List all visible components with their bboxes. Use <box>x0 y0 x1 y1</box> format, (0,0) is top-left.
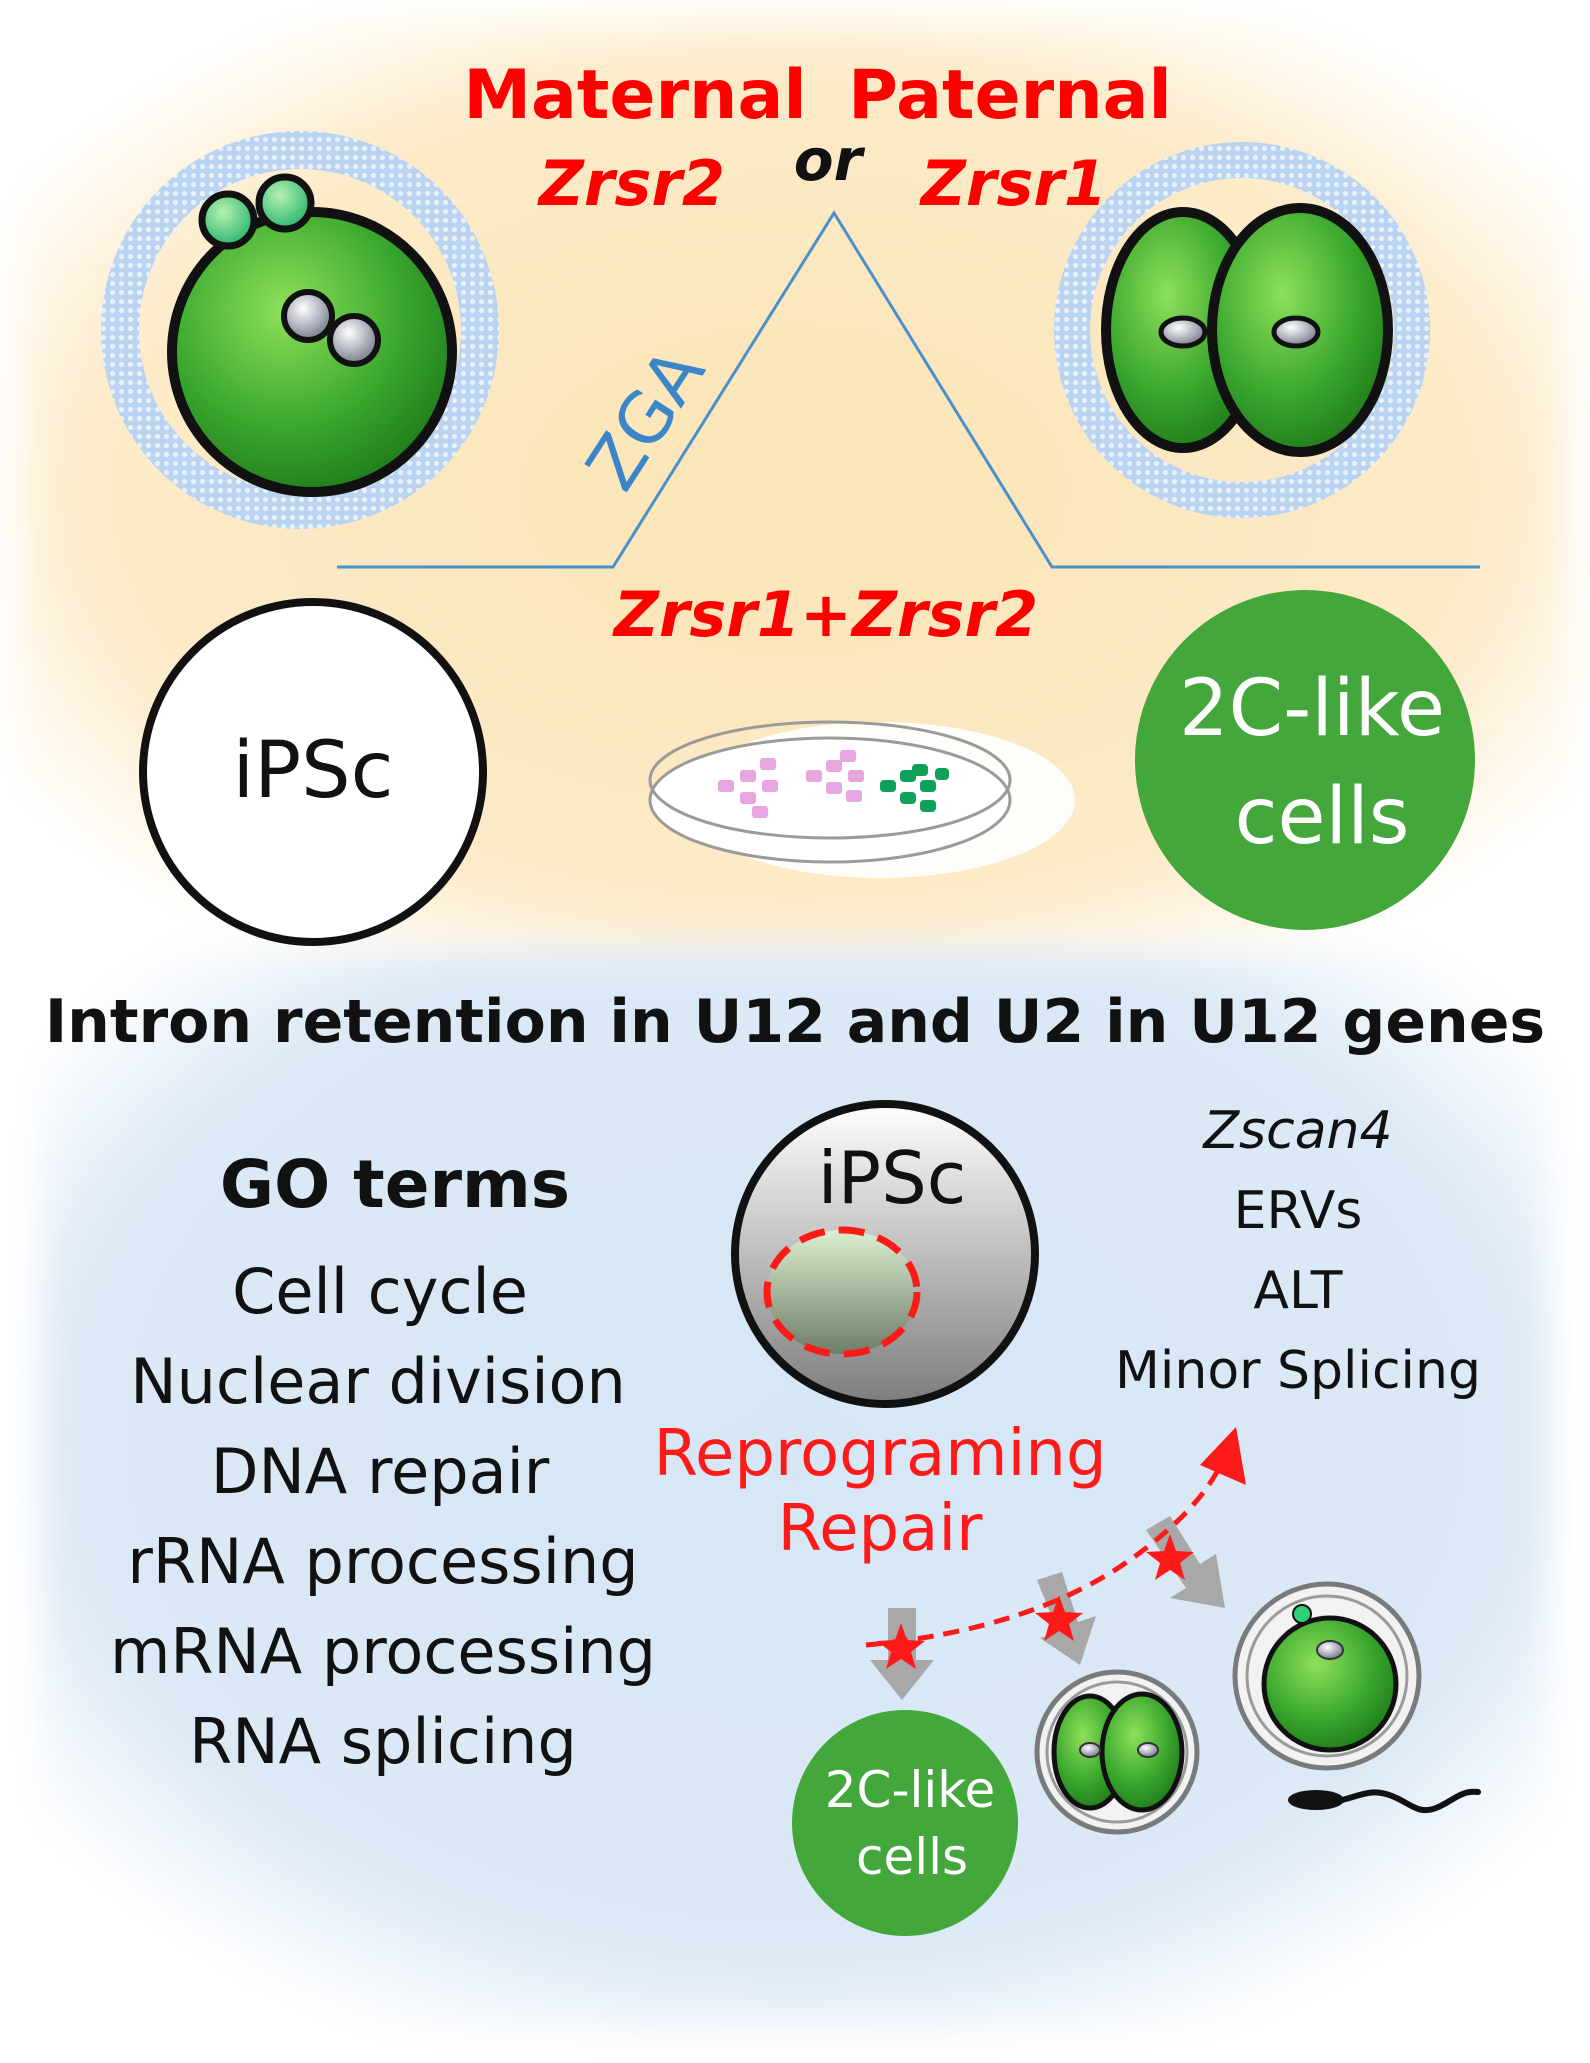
red-star <box>877 1623 925 1669</box>
ipsc-cell-top <box>139 598 487 946</box>
zscan4-label: Zscan4 <box>1201 1101 1392 1161</box>
bottom-heading: Intron retention in U12 and U2 in U12 ge… <box>45 987 1545 1057</box>
go-term: rRNA processing <box>127 1525 638 1598</box>
sperm <box>1288 1788 1481 1814</box>
or-label: or <box>794 126 866 194</box>
ipsc-nucleus <box>763 1226 921 1358</box>
zona-small-2cell-inner <box>1045 1680 1189 1824</box>
go-term: DNA repair <box>211 1435 550 1508</box>
nucleus-right <box>1271 315 1321 349</box>
small-nucleus-right <box>1137 1742 1159 1758</box>
twoc-label-top-line1: 2C-like <box>1179 664 1445 754</box>
zona-small-oocyte-inner <box>1245 1594 1409 1758</box>
combined-genes-label: Zrsr1+Zrsr2 <box>612 578 1038 651</box>
petri-dish <box>648 720 1075 878</box>
ipsc-cell-bottom: iPSc <box>731 1100 1039 1408</box>
zga-curve <box>337 210 1480 569</box>
dish-rim <box>648 720 1012 840</box>
small-nucleus-left <box>1079 1742 1101 1758</box>
small-polar-body <box>1292 1604 1312 1624</box>
go-term: RNA splicing <box>189 1705 577 1778</box>
red-star <box>1146 1534 1194 1580</box>
twoc-label-bottom-line1: 2C-like <box>825 1761 995 1819</box>
pink-colony-2 <box>806 750 864 802</box>
small-oocyte-body <box>1261 1615 1399 1753</box>
paternal-gene-label: Zrsr1 <box>919 147 1107 220</box>
twoc-like-cell-top <box>1135 590 1475 930</box>
twoc-label-top-line2: cells <box>1235 772 1410 862</box>
reprograming-label: Reprograming <box>653 1417 1106 1491</box>
polar-body-1 <box>198 190 258 250</box>
paternal-label: Paternal <box>848 56 1172 135</box>
go-title: GO terms <box>220 1146 570 1223</box>
oocyte-bottom <box>1232 1581 1422 1771</box>
dish-base <box>648 736 1012 864</box>
red-star <box>1035 1595 1083 1641</box>
small-oocyte-nucleus <box>1316 1640 1344 1660</box>
green-colony <box>880 764 949 812</box>
alt-label: ALT <box>1253 1261 1342 1321</box>
go-term: Nuclear division <box>130 1345 626 1418</box>
red-dashed-trajectory <box>865 1460 1225 1648</box>
minor-splicing-label: Minor Splicing <box>1115 1341 1481 1401</box>
ipsc-label-top: iPSc <box>232 726 393 816</box>
pink-colony-1 <box>718 758 778 818</box>
two-cell-embryo-bottom <box>1034 1669 1200 1835</box>
polar-body-2 <box>255 173 315 233</box>
ipsc-label-bottom: iPSc <box>818 1136 967 1220</box>
go-term: mRNA processing <box>110 1615 656 1688</box>
twoc-like-cell-bottom <box>792 1710 1018 1936</box>
maternal-label: Maternal <box>463 56 806 135</box>
pronucleus-1 <box>281 289 335 343</box>
zona-pellucida-left <box>101 131 499 529</box>
zona-pellucida-right <box>1054 142 1430 518</box>
sperm-head <box>1288 1790 1344 1810</box>
twoc-label-bottom-line2: cells <box>856 1828 968 1886</box>
go-term: Cell cycle <box>232 1255 528 1328</box>
two-cell-embryo-top <box>1054 142 1430 518</box>
red-arrow-head <box>1200 1427 1246 1485</box>
gray-arrow-3 <box>1146 1516 1225 1608</box>
oocyte-body-left <box>167 207 457 497</box>
nucleus-left <box>1158 315 1208 349</box>
sperm-tail <box>1339 1788 1481 1814</box>
pronucleus-2 <box>327 313 381 367</box>
oocyte-left <box>101 131 499 529</box>
repair-label: Repair <box>778 1492 984 1566</box>
maternal-gene-label: Zrsr2 <box>537 147 725 220</box>
ervs-label: ERVs <box>1234 1181 1363 1241</box>
